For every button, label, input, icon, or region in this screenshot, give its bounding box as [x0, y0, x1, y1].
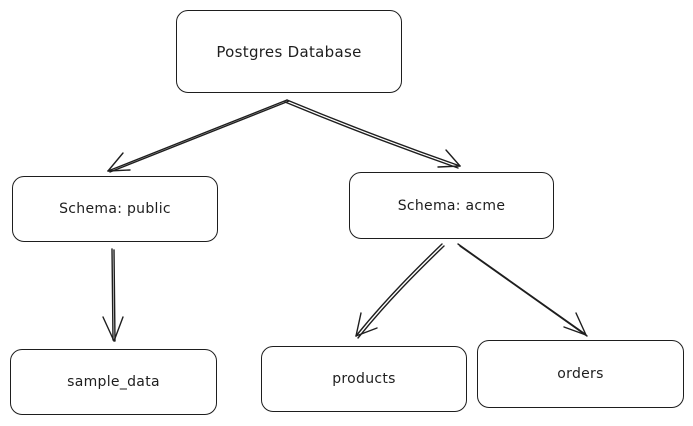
node-label: Postgres Database [216, 42, 362, 61]
node-sample-data[interactable]: sample_data [10, 349, 217, 415]
node-label: Schema: public [59, 201, 171, 217]
node-products[interactable]: products [261, 346, 467, 412]
node-schema-public[interactable]: Schema: public [12, 176, 218, 242]
node-label: orders [557, 366, 604, 382]
edge-root-to-public [107, 99, 290, 173]
node-orders[interactable]: orders [477, 340, 684, 408]
edge-acme-to-products [355, 243, 445, 339]
node-label: Schema: acme [397, 197, 506, 214]
edge-public-to-sample [102, 248, 124, 342]
node-schema-acme[interactable]: Schema: acme [349, 172, 554, 239]
node-postgres-database[interactable]: Postgres Database [176, 10, 402, 93]
node-label: products [332, 371, 396, 387]
edge-acme-to-orders [457, 243, 588, 337]
edge-root-to-acme [284, 99, 461, 169]
node-label: sample_data [67, 374, 160, 390]
